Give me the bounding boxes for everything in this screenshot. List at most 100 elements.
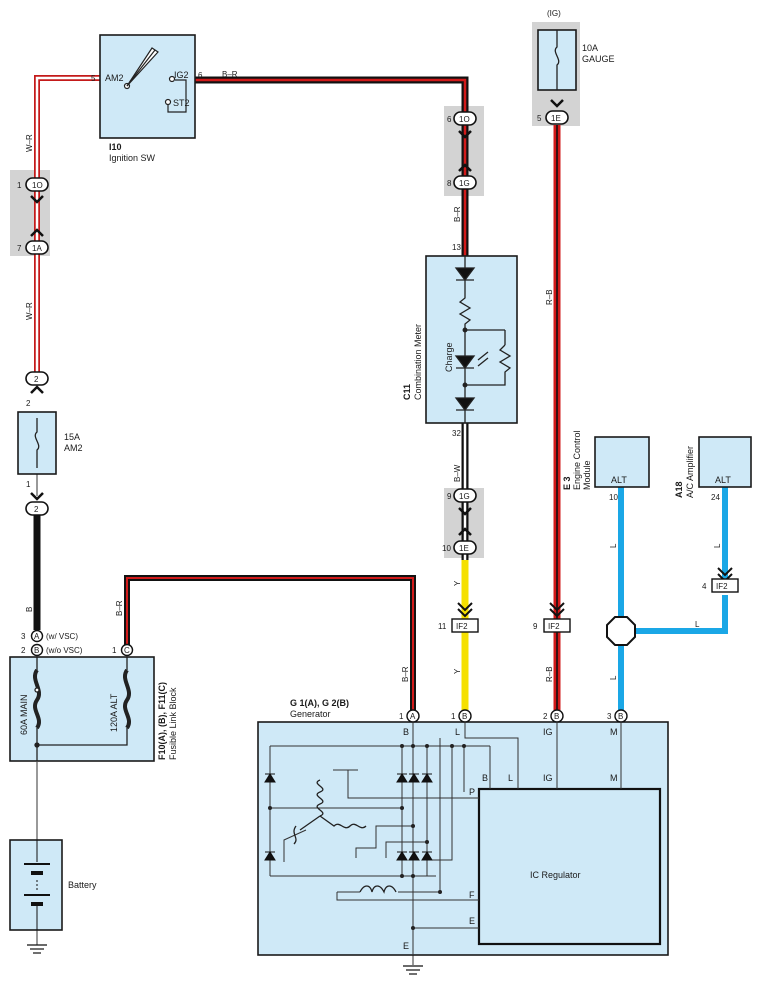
combination-meter-box	[425, 255, 518, 424]
gen-pin-1: 1	[399, 712, 404, 721]
fuse-am2-pin-top: 2	[26, 399, 31, 408]
junction-2-bottom-id: 2	[34, 505, 39, 514]
wire-label-l-1: L	[609, 543, 618, 548]
junction-1a-left	[25, 228, 49, 255]
meter-code: C11	[402, 384, 412, 400]
junction-2-top	[25, 371, 49, 394]
pin-ig2: 6	[198, 71, 203, 80]
meter-pin-bottom: 32	[452, 429, 461, 438]
ecm-box	[594, 436, 650, 488]
junction-1e-low-pin: 10	[442, 544, 451, 553]
ac-amp-name: A/C Amplifier	[685, 446, 695, 498]
fl-alt-label: 120A ALT	[109, 693, 119, 732]
fl-pin-b: 2	[21, 646, 26, 655]
ac-amp-pin: 24	[711, 493, 720, 502]
fl-conn-c: C	[124, 646, 130, 655]
wire-label-br-gen: B–R	[401, 666, 410, 682]
ecm-name-2: Module	[582, 460, 592, 490]
ignition-code: I10	[109, 142, 122, 152]
gen-conn-3: B	[554, 712, 559, 721]
gen-term-e-bottom: E	[403, 941, 409, 951]
wire-l	[618, 487, 728, 710]
ac-amp-terminal: ALT	[715, 475, 731, 485]
pin-am2: 5	[91, 74, 96, 83]
if2-y	[451, 602, 479, 633]
generator-connectors	[406, 709, 628, 723]
fuse-am2-rating: 15A	[64, 432, 80, 442]
junction-1e-low-id: 1E	[459, 544, 469, 553]
if2-rb-id: IF2	[548, 622, 560, 631]
gen-pin-3: 2	[543, 712, 548, 721]
meter-pin-top: 13	[452, 243, 461, 252]
term-st2: ST2	[173, 98, 190, 108]
ecm-pin: 10	[609, 493, 618, 502]
junction-1o-left-pin: 1	[17, 181, 22, 190]
fl-conn-a: A	[34, 632, 40, 641]
fuse-am2-name: AM2	[64, 443, 83, 453]
junction-2-bottom	[25, 492, 49, 516]
gen-term-p: P	[469, 787, 475, 797]
ecm-name-1: Engine Control	[572, 430, 582, 490]
wire-label-l-2: L	[713, 543, 722, 548]
gen-term-ig-top: IG	[543, 727, 553, 737]
combination-meter-internals	[454, 256, 512, 423]
battery-name: Battery	[68, 880, 97, 890]
fl-note-a: (w/ VSC)	[46, 632, 78, 641]
if2-rb-pin: 9	[533, 622, 538, 631]
gen-term-b-top: B	[403, 727, 409, 737]
wire-label-br-top: B–R	[222, 70, 238, 79]
gen-term-l-reg: L	[508, 773, 513, 783]
fuse-am2-element	[34, 418, 40, 468]
wire-label-rb-2: R–B	[545, 666, 554, 682]
stator-coils-icon	[293, 779, 367, 845]
gen-term-ig-reg: IG	[543, 773, 553, 783]
ac-amp-code: A18	[674, 481, 684, 498]
wire-label-wr-1: W–R	[25, 134, 34, 152]
splice-point-icon	[606, 616, 636, 646]
term-ig2: IG2	[174, 70, 189, 80]
ic-regulator-label: IC Regulator	[530, 870, 581, 880]
meter-lamp-label: Charge	[444, 342, 454, 372]
gen-term-b-reg: B	[482, 773, 488, 783]
fl-pin-c: 1	[112, 646, 117, 655]
fuse-gauge-pin: 5	[537, 114, 542, 123]
gen-term-e: E	[469, 916, 475, 926]
wire-label-y-1: Y	[453, 580, 462, 586]
gen-term-m-reg: M	[610, 773, 618, 783]
wire-label-l-3: L	[695, 620, 700, 629]
if2-y-id: IF2	[456, 622, 468, 631]
junction-1e-low	[453, 527, 477, 555]
junction-1a-left-id: 1A	[32, 244, 42, 253]
generator-internal-wiring	[269, 722, 622, 955]
junction-1g-low-pin: 9	[447, 492, 452, 501]
if2-ac	[711, 567, 739, 593]
junction-1o-left-id: 1O	[32, 181, 43, 190]
junction-1o-mid-pin: 6	[447, 115, 452, 124]
junction-1g-low-id: 1G	[459, 492, 470, 501]
generator-name: Generator	[290, 709, 331, 719]
gen-pin-4: 3	[607, 712, 612, 721]
junction-1e-gauge	[545, 99, 569, 125]
wire-label-b: B	[25, 607, 34, 612]
ac-amp-box	[698, 436, 752, 488]
gen-term-m-top: M	[610, 727, 618, 737]
field-coil-icon	[359, 885, 397, 894]
ignition-switch-contacts	[123, 47, 187, 113]
wire-label-rb-1: R–B	[545, 289, 554, 305]
generator-code: G 1(A), G 2(B)	[290, 698, 349, 708]
wire-label-l-4: L	[609, 675, 618, 680]
fusible-link-elements	[33, 657, 131, 761]
fl-conn-b: B	[34, 646, 39, 655]
fuse-gauge-rating: 10A	[582, 43, 598, 53]
wire-wr	[34, 75, 100, 380]
meter-name: Combination Meter	[413, 324, 423, 400]
if2-ac-pin: 4	[702, 582, 707, 591]
gen-conn-2: B	[462, 712, 467, 721]
ground-icon-generator	[403, 965, 423, 975]
if2-rb	[543, 602, 571, 633]
if2-ac-id: IF2	[716, 582, 728, 591]
wire-label-bw: B–W	[453, 464, 462, 482]
wire-label-br-mid: B–R	[453, 206, 462, 222]
ignition-switch-box	[99, 34, 196, 139]
fl-main-label: 60A MAIN	[19, 694, 29, 735]
